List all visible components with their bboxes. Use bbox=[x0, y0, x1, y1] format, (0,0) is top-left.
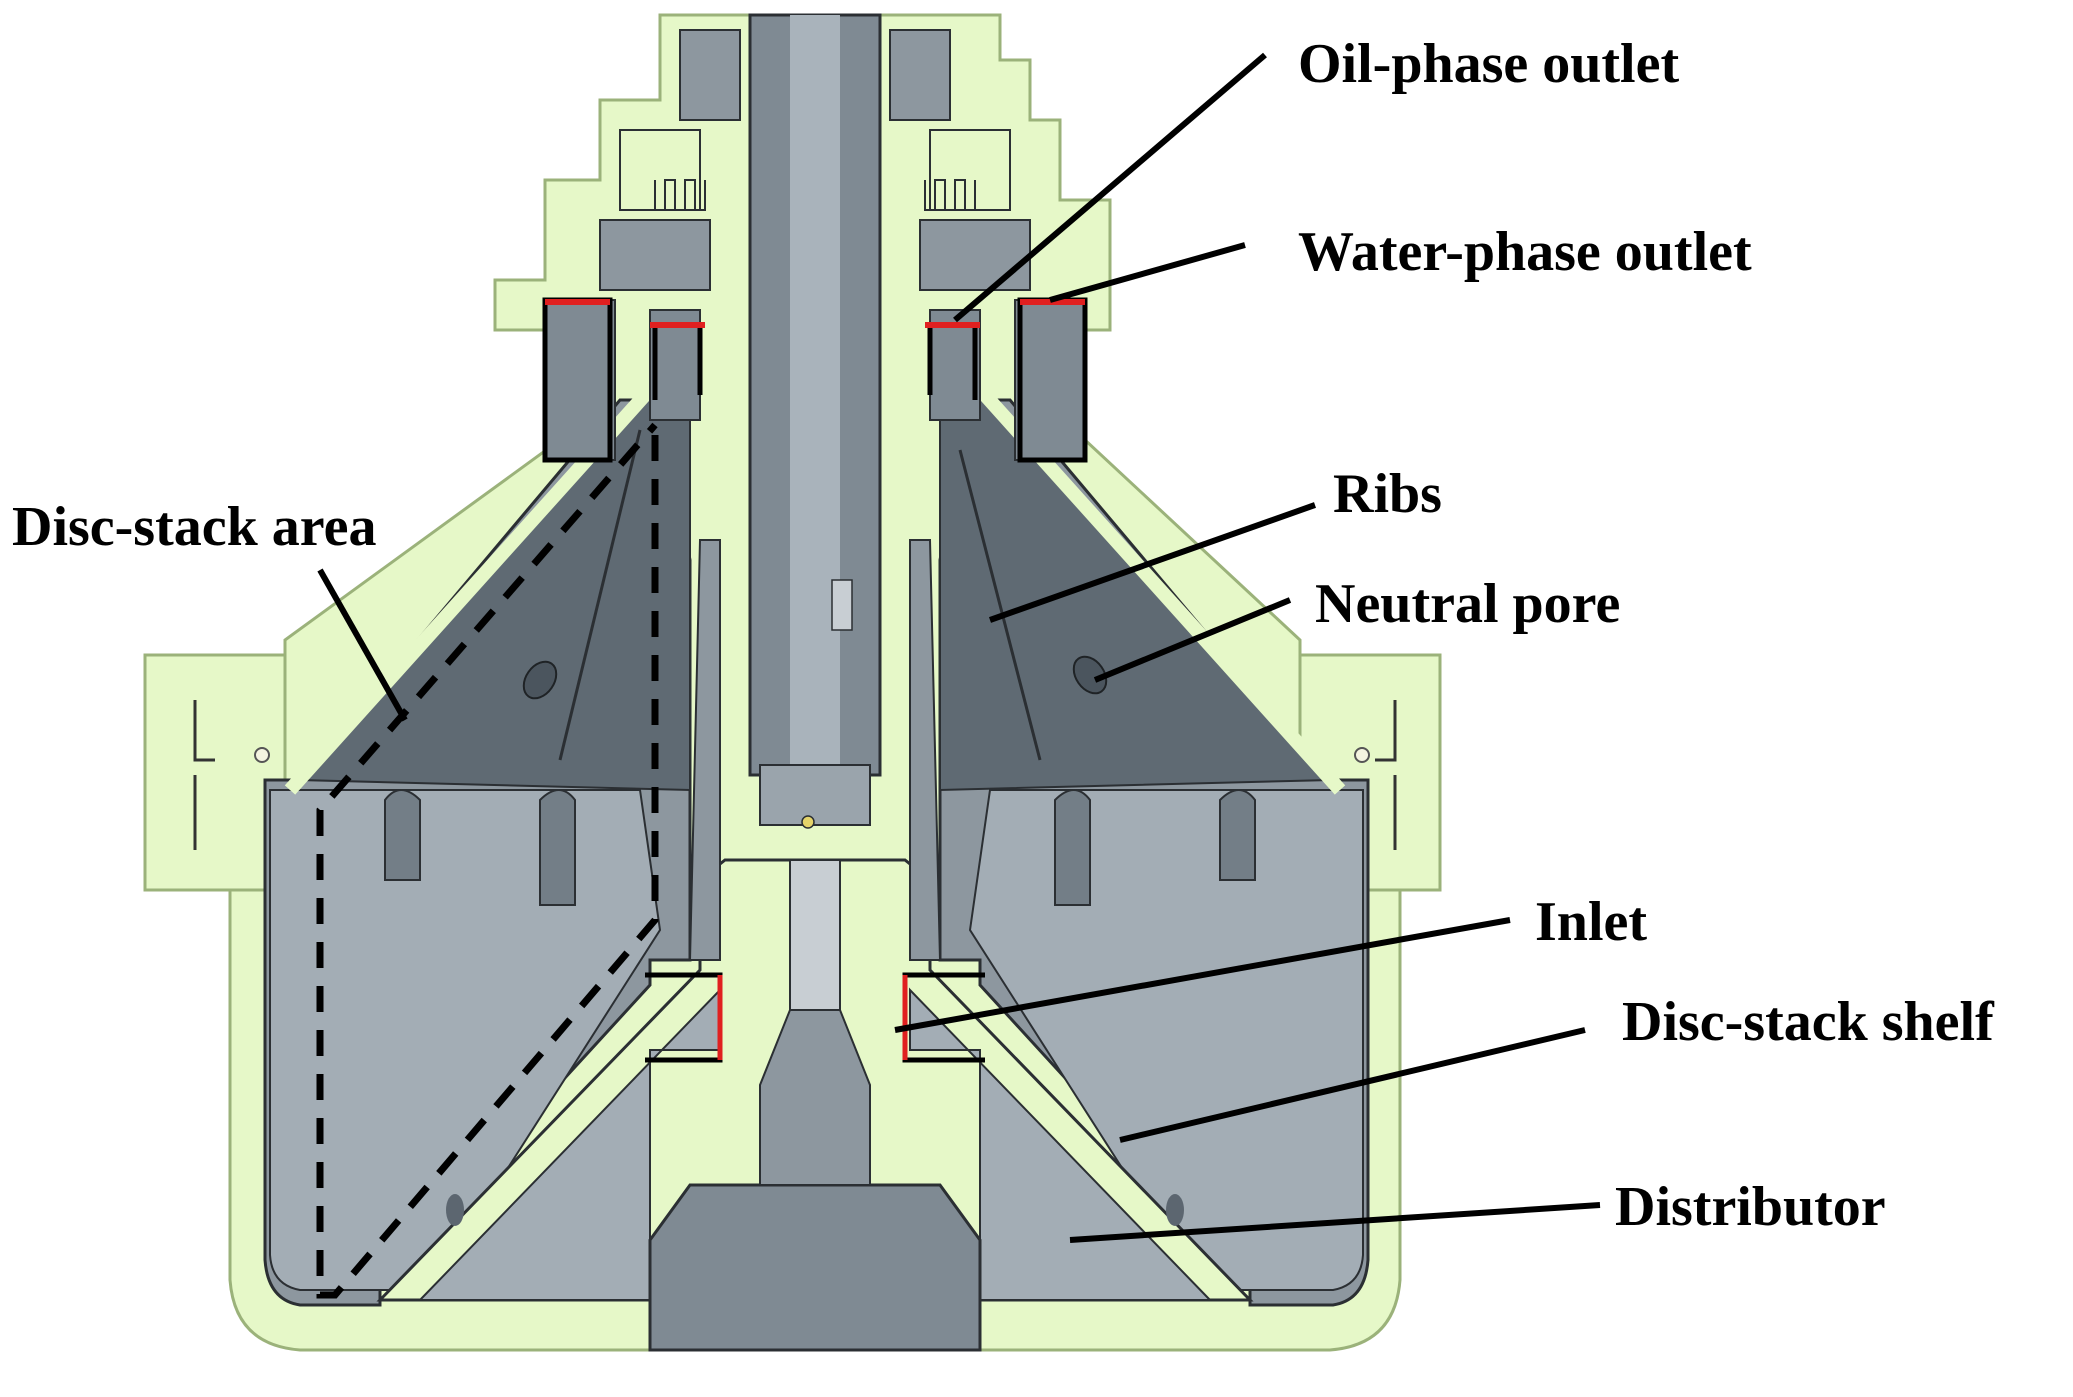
neutral-pore-right bbox=[1072, 655, 1108, 695]
leader-distributor bbox=[1069, 1202, 1601, 1243]
shaft-collar bbox=[759, 764, 871, 826]
shaft-highlight bbox=[790, 15, 840, 775]
label-neutral-pore: Neutral pore bbox=[1315, 573, 1620, 635]
shaft-channel-left bbox=[688, 539, 721, 961]
leader-inlet bbox=[894, 917, 1511, 1033]
lower-chamber-right bbox=[968, 789, 1364, 1291]
leader-neutral-pore bbox=[1093, 597, 1292, 683]
distributor-inner-left bbox=[417, 987, 721, 1301]
rib-tab-1 bbox=[384, 789, 421, 881]
upper-block-left-4 bbox=[619, 129, 701, 211]
neutral-pore-left bbox=[522, 660, 558, 700]
shaft-marker bbox=[801, 815, 815, 829]
upper-block-right-1 bbox=[1014, 299, 1086, 461]
upper-block-left-5 bbox=[679, 29, 741, 121]
label-distributor: Distributor bbox=[1615, 1176, 1886, 1238]
shaft-channel-right bbox=[909, 539, 942, 961]
oil-channel-right bbox=[927, 325, 978, 400]
oil-channel-left bbox=[652, 325, 703, 400]
rib-tab-4 bbox=[1219, 789, 1256, 881]
upper-block-right-2 bbox=[929, 309, 981, 421]
shaft-window bbox=[831, 579, 853, 631]
flange-detail-right bbox=[1375, 700, 1397, 850]
rib-line-left bbox=[558, 429, 642, 761]
labyrinth-right bbox=[924, 179, 976, 211]
leader-oil-outlet bbox=[953, 52, 1267, 323]
upper-block-left-1 bbox=[544, 299, 616, 461]
label-inlet: Inlet bbox=[1535, 891, 1647, 953]
upper-block-right-3 bbox=[919, 219, 1031, 291]
outlet-assembly bbox=[542, 29, 1088, 463]
bowl-interior bbox=[263, 390, 1370, 1307]
distributor-base bbox=[648, 1183, 982, 1352]
upper-block-right-4 bbox=[929, 129, 1011, 211]
inlet-ports bbox=[645, 972, 985, 1063]
disc-stack-area-outline bbox=[316, 422, 659, 1299]
feed-tube-neck bbox=[789, 859, 841, 1011]
upper-block-right-5 bbox=[889, 29, 951, 121]
flange-detail-left bbox=[193, 700, 215, 850]
flange-bolt-right bbox=[1354, 747, 1370, 763]
upper-block-left-3 bbox=[599, 219, 711, 291]
central-shaft bbox=[688, 13, 942, 961]
leader-ribs bbox=[988, 502, 1317, 623]
label-oil-outlet: Oil-phase outlet bbox=[1298, 33, 1679, 95]
label-ribs: Ribs bbox=[1333, 463, 1442, 525]
leader-disc-stack-area bbox=[317, 568, 408, 722]
leader-lines bbox=[317, 52, 1601, 1243]
distributor-inner-right bbox=[909, 987, 1213, 1301]
label-disc-stack-area: Disc-stack area bbox=[12, 496, 376, 558]
callout-labels: Oil-phase outlet Water-phase outlet Disc… bbox=[12, 33, 1995, 1238]
distributor-hole-left bbox=[446, 1194, 464, 1226]
distributor-assembly bbox=[376, 858, 1254, 1352]
rib-tab-3 bbox=[1054, 789, 1091, 906]
label-disc-stack-shelf: Disc-stack shelf bbox=[1622, 991, 1995, 1053]
leader-water-outlet bbox=[1049, 242, 1246, 303]
upper-block-left-2 bbox=[649, 309, 701, 421]
labyrinth-left bbox=[654, 179, 706, 211]
housing-flange-left bbox=[143, 653, 287, 892]
label-water-outlet: Water-phase outlet bbox=[1298, 221, 1752, 283]
distributor-hole-right bbox=[1166, 1194, 1184, 1226]
lower-chamber-left bbox=[269, 789, 662, 1291]
flange-bolt-left bbox=[254, 747, 270, 763]
rib-tab-2 bbox=[539, 789, 576, 906]
leader-disc-stack-shelf bbox=[1119, 1027, 1586, 1143]
rib-line-right bbox=[958, 449, 1042, 761]
